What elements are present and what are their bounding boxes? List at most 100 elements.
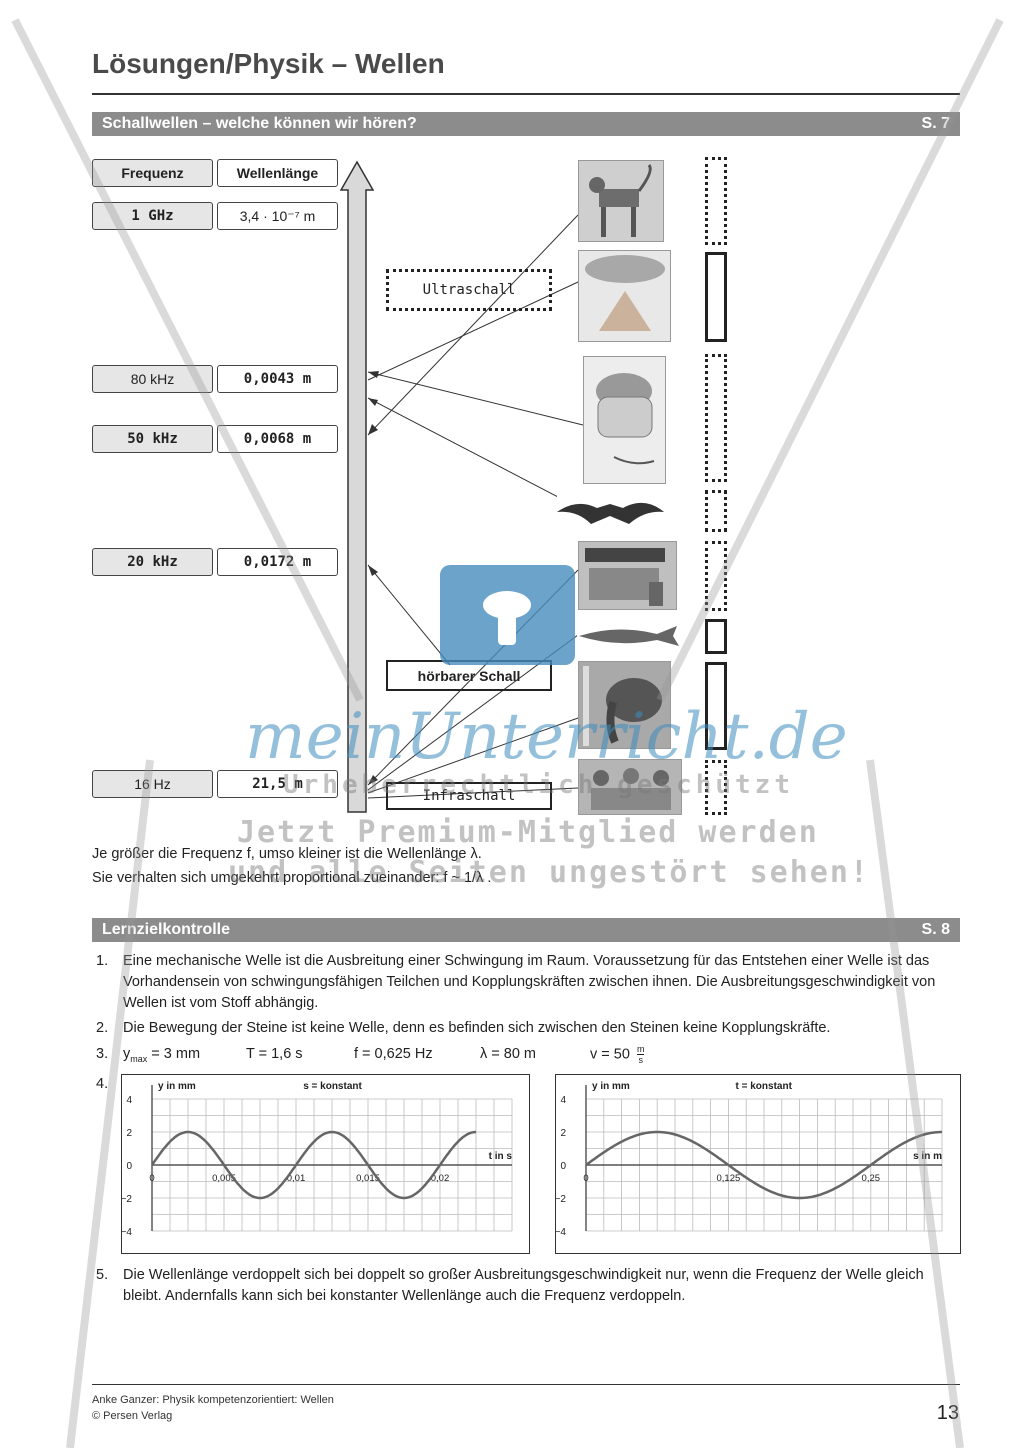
range-box-solid xyxy=(705,662,727,750)
wavelength-value: λ = 80 m xyxy=(480,1046,537,1062)
section-page: S. 8 xyxy=(921,921,950,938)
y-tick-label: −4 xyxy=(122,1227,132,1238)
y-tick-label: 4 xyxy=(126,1095,132,1106)
answer-text: Die Bewegung der Steine ist keine Welle,… xyxy=(123,1020,831,1036)
freq-cell: 20 kHz xyxy=(92,548,213,576)
y-tick-label: 0 xyxy=(560,1161,566,1172)
x-tick-label: 0,01 xyxy=(287,1173,306,1184)
answer-5: 5. Die Wellenlänge verdoppelt sich bei d… xyxy=(96,1265,956,1309)
freq-cell: 80 kHz xyxy=(92,365,213,393)
period-value: T = 1,6 s xyxy=(246,1046,303,1062)
footer-publisher: © Persen Verlag xyxy=(92,1410,173,1422)
range-box-dotted xyxy=(705,541,727,611)
y-tick-label: 4 xyxy=(560,1095,566,1106)
item-number: 1. xyxy=(96,953,109,969)
whale-icon xyxy=(579,626,679,646)
answer-4: 4. xyxy=(96,1074,956,1096)
chart-s-konstant: 4 2 0 −2 −4 0 0,005 0,01 0,015 0,02 y in mm s = kon… xyxy=(121,1074,530,1254)
section-page: S. 7 xyxy=(921,115,950,132)
answer-3: 3. ymax = 3 mm T = 1,6 s f = 0,625 Hz λ … xyxy=(96,1044,956,1070)
section-bar-lernzielkontrolle: Lernzielkontrolle S. 8 xyxy=(92,918,960,942)
range-box-solid xyxy=(705,252,727,342)
ultraschall-label: Ultraschall xyxy=(386,269,552,311)
freq-cell: 16 Hz xyxy=(92,770,213,798)
frequency-value: f = 0,625 Hz xyxy=(354,1046,433,1062)
range-box-dotted xyxy=(705,157,727,245)
bat-icon xyxy=(557,502,664,524)
x-tick-label: 0 xyxy=(583,1173,588,1184)
watermark-brand: meinUnterricht.de xyxy=(245,700,848,774)
mist-icon xyxy=(585,255,665,331)
y-axis-label: y in mm xyxy=(592,1081,630,1092)
x-tick-label: 0,125 xyxy=(717,1173,741,1184)
watermark-briefcase-icon xyxy=(440,565,575,665)
range-box-solid xyxy=(705,619,727,654)
range-box-dotted xyxy=(705,760,727,815)
elephant-icon xyxy=(583,666,662,746)
elephant-photo xyxy=(578,661,671,749)
answer-2: 2. Die Bewegung der Steine ist keine Wel… xyxy=(96,1018,956,1040)
dog-photo xyxy=(578,160,664,242)
footer-rule xyxy=(92,1384,960,1385)
item-number: 5. xyxy=(96,1267,109,1283)
y-tick-label: 2 xyxy=(126,1128,132,1139)
answer-text: Die Wellenlänge verdoppelt sich bei dopp… xyxy=(123,1267,924,1304)
footer-author: Anke Ganzer: Physik kompetenzorientiert:… xyxy=(92,1394,334,1406)
people-photo xyxy=(578,759,682,815)
infraschall-label: Infraschall xyxy=(386,782,552,810)
wave-cell: 0,0068 m xyxy=(217,425,338,453)
ultrasonic-cleaner-photo xyxy=(583,356,666,484)
header-wellenlaenge: Wellenlänge xyxy=(217,159,338,187)
item-number: 3. xyxy=(96,1046,109,1062)
answer-1: 1. Eine mechanische Welle ist die Ausbre… xyxy=(96,951,956,1015)
dog-icon xyxy=(589,164,652,237)
page-title: Lösungen/Physik – Wellen xyxy=(92,48,445,79)
arrow-heads xyxy=(368,371,379,785)
frequency-scale-arrow xyxy=(339,160,375,813)
wave-cell: 0,0172 m xyxy=(217,548,338,576)
x-tick-label: 0 xyxy=(149,1173,154,1184)
y-tick-label: −2 xyxy=(122,1194,132,1205)
y-tick-label: 0 xyxy=(126,1161,132,1172)
item-number: 2. xyxy=(96,1020,109,1036)
x-tick-label: 0,02 xyxy=(431,1173,450,1184)
section-bar-schallwellen: Schallwellen – welche können wir hören? … xyxy=(92,112,960,136)
section-label: Schallwellen – welche können wir hören? xyxy=(102,115,417,132)
ymax-value: ymax = 3 mm xyxy=(123,1046,201,1064)
geyser-photo xyxy=(578,250,671,342)
title-rule xyxy=(92,93,960,95)
people-icon xyxy=(591,768,671,810)
y-tick-label: −4 xyxy=(556,1227,566,1238)
wave-cell: 3,4 · 10⁻⁷ m xyxy=(217,202,338,230)
chart-title: t = konstant xyxy=(736,1081,793,1092)
conclusion-line-1: Je größer die Frequenz f, umso kleiner i… xyxy=(92,846,482,862)
x-tick-label: 0,015 xyxy=(356,1173,380,1184)
y-axis-label: y in mm xyxy=(158,1081,196,1092)
y-tick-label: 2 xyxy=(560,1128,566,1139)
range-box-dotted xyxy=(705,490,727,532)
wave-cell: 0,0043 m xyxy=(217,365,338,393)
chart-title: s = konstant xyxy=(303,1081,362,1092)
whale-photo xyxy=(577,620,681,652)
page-number: 13 xyxy=(936,1402,959,1424)
conclusion-line-2: Sie verhalten sich umgekehrt proportiona… xyxy=(92,870,492,886)
wave-cell: 21,5 m xyxy=(217,770,338,798)
machine-icon xyxy=(585,548,665,606)
x-tick-label: 0,25 xyxy=(862,1173,881,1184)
item-number: 4. xyxy=(96,1076,109,1092)
watermark-line-2: Jetzt Premium-Mitglied werden xyxy=(237,815,819,850)
x-axis-label: s in m xyxy=(913,1151,942,1162)
answer-text: Eine mechanische Welle ist die Ausbreitu… xyxy=(123,953,936,1011)
bat-photo xyxy=(557,490,664,532)
x-axis-label: t in s xyxy=(489,1151,513,1162)
section-label: Lernzielkontrolle xyxy=(102,921,231,938)
watermark-line-1: Urheberrechtlich geschützt xyxy=(283,770,794,800)
freq-cell: 1 GHz xyxy=(92,202,213,230)
freq-cell: 50 kHz xyxy=(92,425,213,453)
device-icon xyxy=(596,373,655,465)
ultrasound-machine-photo xyxy=(578,541,677,610)
watermark-line-3: und alle Seiten ungestört sehen! xyxy=(228,855,870,890)
x-tick-label: 0,005 xyxy=(212,1173,236,1184)
